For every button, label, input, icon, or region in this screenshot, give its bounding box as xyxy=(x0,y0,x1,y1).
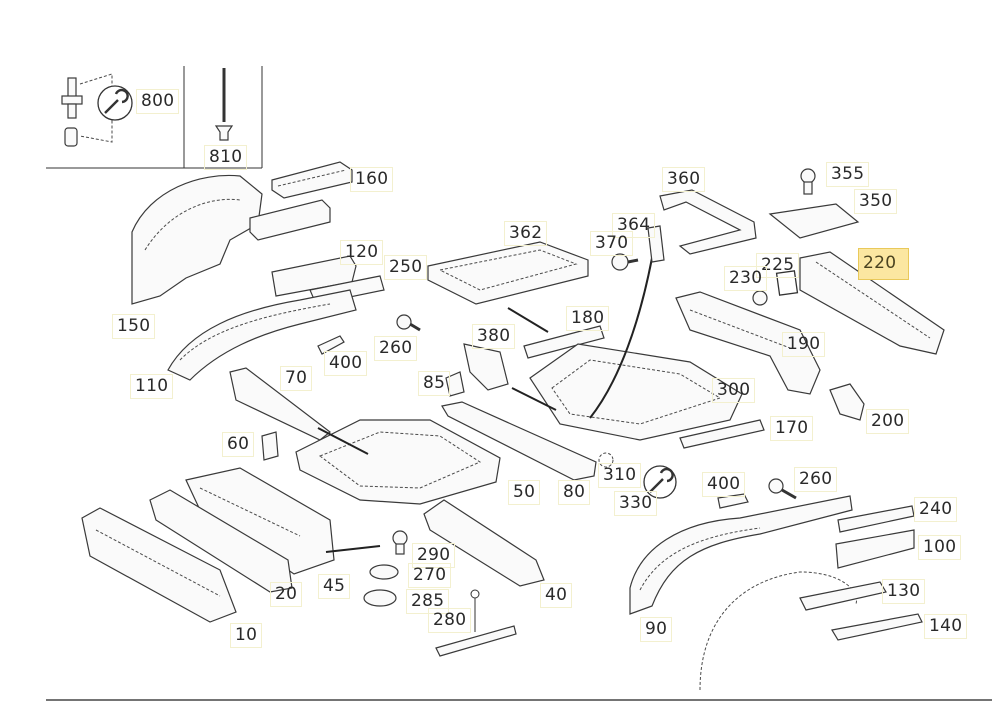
part-130 xyxy=(799,581,887,611)
wrench-icon xyxy=(643,465,677,499)
callout-310[interactable]: 310 xyxy=(598,463,642,488)
part-300-floor xyxy=(529,343,743,441)
callout-270[interactable]: 270 xyxy=(408,563,452,588)
callout-40[interactable]: 40 xyxy=(540,583,573,608)
callout-50[interactable]: 50 xyxy=(508,480,541,505)
callout-250[interactable]: 250 xyxy=(384,255,428,280)
part-350 xyxy=(768,203,860,239)
callout-60[interactable]: 60 xyxy=(222,432,255,457)
part-50 xyxy=(441,401,597,481)
callout-400-right[interactable]: 400 xyxy=(702,472,746,497)
part-85 xyxy=(445,371,465,397)
callout-170[interactable]: 170 xyxy=(770,416,814,441)
callout-350[interactable]: 350 xyxy=(854,189,898,214)
part-120 xyxy=(271,255,357,297)
part-step-upper xyxy=(249,199,331,241)
part-270 xyxy=(369,564,399,580)
callout-70[interactable]: 70 xyxy=(280,366,313,391)
callout-285[interactable]: 285 xyxy=(406,589,450,614)
callout-240[interactable]: 240 xyxy=(914,497,958,522)
callout-300[interactable]: 300 xyxy=(712,378,756,403)
part-400b xyxy=(717,493,749,509)
part-floor-center xyxy=(295,419,501,505)
callout-364[interactable]: 364 xyxy=(612,213,656,238)
callout-362[interactable]: 362 xyxy=(504,221,548,246)
callout-120[interactable]: 120 xyxy=(340,240,384,265)
part-230 xyxy=(752,290,768,306)
bolt-260a xyxy=(396,314,421,332)
part-100 xyxy=(835,529,915,569)
callout-355[interactable]: 355 xyxy=(826,162,870,187)
callout-360[interactable]: 360 xyxy=(662,167,706,192)
part-360 xyxy=(659,189,757,255)
callout-100[interactable]: 100 xyxy=(918,535,962,560)
part-150 xyxy=(131,174,263,305)
part-40 xyxy=(423,499,545,587)
wrench-icon xyxy=(97,85,133,121)
part-310 xyxy=(598,452,614,468)
part-170 xyxy=(679,419,765,449)
callout-85[interactable]: 85 xyxy=(418,371,451,396)
part-400a xyxy=(317,335,345,355)
callout-90[interactable]: 90 xyxy=(640,617,673,642)
callout-45[interactable]: 45 xyxy=(318,574,351,599)
bolt-370 xyxy=(611,253,639,271)
part-225 xyxy=(775,270,799,296)
bolt-355 xyxy=(800,168,816,195)
callout-260-right[interactable]: 260 xyxy=(794,467,838,492)
callout-810[interactable]: 810 xyxy=(204,145,248,170)
part-220 xyxy=(799,251,945,355)
callout-280[interactable]: 280 xyxy=(428,608,472,633)
callout-110[interactable]: 110 xyxy=(130,374,174,399)
part-70 xyxy=(229,367,331,441)
part-200 xyxy=(829,383,865,421)
part-20 xyxy=(149,489,293,593)
part-10 xyxy=(81,507,237,623)
part-60 xyxy=(261,431,279,461)
part-280 xyxy=(435,589,517,657)
part-110 xyxy=(167,289,357,381)
inset-frame xyxy=(46,66,263,169)
part-140 xyxy=(831,613,923,641)
callout-80[interactable]: 80 xyxy=(558,480,591,505)
callout-200[interactable]: 200 xyxy=(866,409,910,434)
bolt-260b xyxy=(768,478,797,500)
callout-190[interactable]: 190 xyxy=(782,332,826,357)
part-362 xyxy=(427,241,589,305)
callout-10[interactable]: 10 xyxy=(230,623,263,648)
callout-180[interactable]: 180 xyxy=(566,306,610,331)
callout-370[interactable]: 370 xyxy=(590,231,634,256)
callout-150[interactable]: 150 xyxy=(112,314,156,339)
part-364 xyxy=(647,225,665,263)
part-90 xyxy=(629,495,853,615)
callout-800[interactable]: 800 xyxy=(136,89,180,114)
part-180 xyxy=(523,325,605,359)
callout-130[interactable]: 130 xyxy=(882,579,926,604)
callout-225[interactable]: 225 xyxy=(756,253,800,278)
callout-260-left[interactable]: 260 xyxy=(374,336,418,361)
bolt-290 xyxy=(392,530,408,555)
callout-400-left[interactable]: 400 xyxy=(324,351,368,376)
callout-330[interactable]: 330 xyxy=(614,491,658,516)
callout-230[interactable]: 230 xyxy=(724,266,768,291)
part-190 xyxy=(675,291,821,395)
part-160 xyxy=(271,161,353,199)
callout-220-highlighted[interactable]: 220 xyxy=(858,248,910,280)
rivet-part-810 xyxy=(214,68,234,141)
part-285 xyxy=(363,589,397,607)
callout-160[interactable]: 160 xyxy=(350,167,394,192)
callout-290[interactable]: 290 xyxy=(412,543,456,568)
part-380 xyxy=(463,343,509,391)
callout-20[interactable]: 20 xyxy=(270,582,303,607)
callout-140[interactable]: 140 xyxy=(924,614,968,639)
callout-380[interactable]: 380 xyxy=(472,324,516,349)
